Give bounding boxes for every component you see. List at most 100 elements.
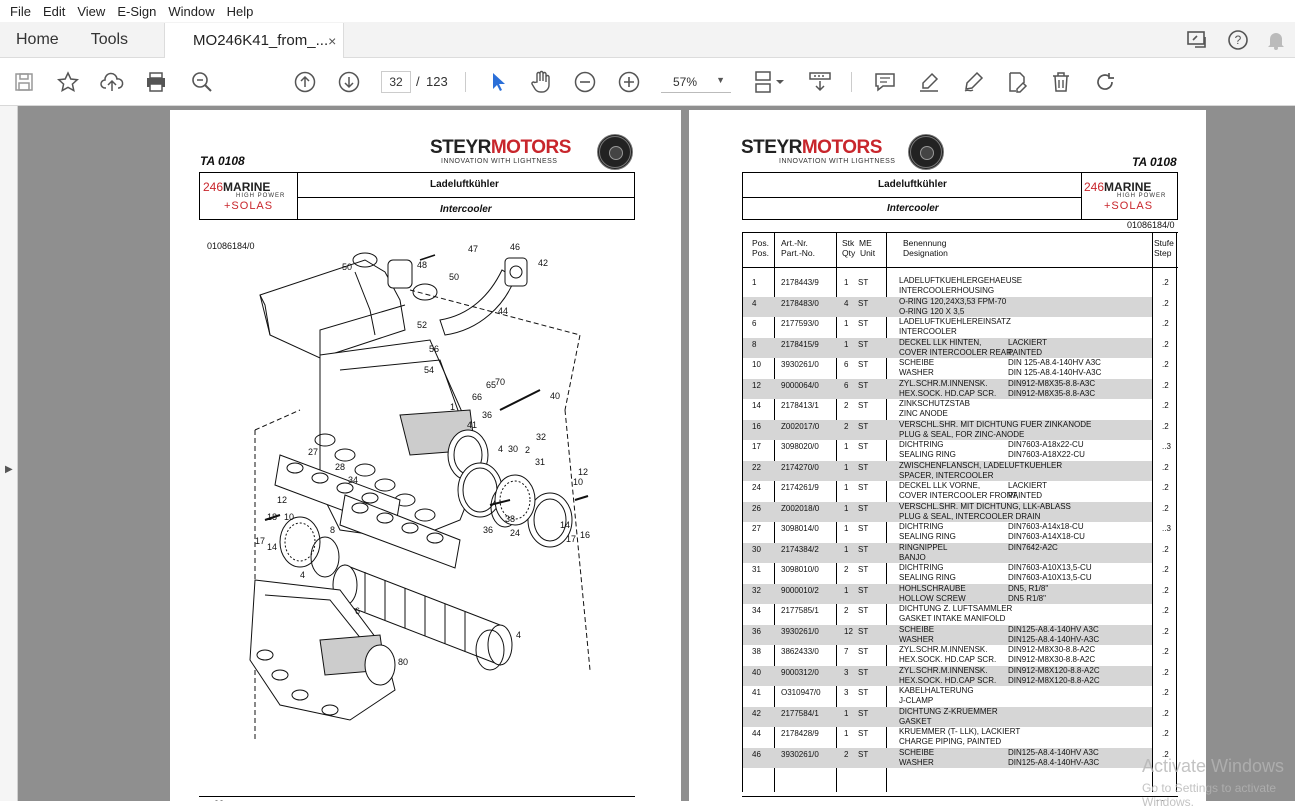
header-part-no: Art.-Nr. Part.-No.	[781, 238, 816, 258]
highlight-pen-icon[interactable]	[917, 70, 941, 94]
tab-document[interactable]: MO246K41_from_... ×	[164, 23, 345, 58]
menu-help[interactable]: Help	[226, 3, 254, 19]
cell-designation-en: CHARGE PIPING, PAINTED	[899, 737, 1002, 746]
help-icon[interactable]: ?	[1227, 29, 1249, 51]
document-viewport[interactable]: ▶ TA 0108 STEYRMOTORS INNOVATION WITH LI…	[0, 106, 1295, 801]
page-fit-icon[interactable]	[752, 70, 788, 94]
tab-home[interactable]: Home	[16, 30, 59, 48]
callout-14b: 14	[267, 542, 277, 552]
cell-part-no: Z002018/0	[781, 503, 820, 513]
cell-step: .2	[1162, 380, 1169, 390]
close-tab-icon[interactable]: ×	[328, 32, 337, 49]
menu-edit[interactable]: Edit	[42, 3, 66, 19]
cell-pos: 38	[752, 647, 761, 656]
callout-80: 80	[398, 657, 408, 667]
cell-spec-de: DN5, R1/8"	[1008, 583, 1049, 593]
cell-pos: 31	[752, 565, 761, 574]
activation-watermark-sub: Go to Settings to activate Windows.	[1142, 781, 1277, 809]
cell-designation-en: INTERCOOLER	[899, 327, 957, 336]
next-page-icon[interactable]	[337, 70, 361, 94]
callout-48: 48	[417, 260, 427, 270]
zoom-level-select[interactable]: 57% ▼	[661, 71, 731, 93]
callout-46: 46	[510, 242, 520, 252]
menu-window[interactable]: Window	[168, 3, 215, 19]
cell-spec-en: PAINTED	[1008, 491, 1043, 500]
edit-document-icon[interactable]	[1005, 70, 1029, 94]
marine-sub: HIGH POWER	[236, 193, 286, 199]
zoom-search-icon[interactable]	[190, 70, 214, 94]
cell-pos: 1	[752, 278, 757, 287]
cell-step: ..3	[1162, 524, 1171, 533]
cell-qty: 1	[844, 585, 849, 595]
cell-pos: 34	[752, 606, 761, 615]
cell-designation-en: WASHER	[899, 634, 934, 644]
cell-qty: 1	[844, 278, 849, 287]
draw-sign-icon[interactable]	[961, 70, 985, 94]
cell-spec-en: DIN 125-A8.4-140HV-A3C	[1008, 368, 1102, 377]
cell-spec-en: DIN7603-A18X22-CU	[1008, 450, 1085, 459]
marine-logo: 246MARINE	[1084, 180, 1151, 194]
cell-spec-de: DIN7603-A14x18-CU	[1008, 522, 1084, 531]
toolbar: 32 / 123 57% ▼	[0, 58, 1295, 106]
upload-cloud-icon[interactable]	[100, 70, 124, 94]
cell-step: .2	[1162, 688, 1169, 697]
menu-file[interactable]: File	[10, 3, 31, 19]
cell-part-no: 2178483/0	[781, 298, 819, 308]
cell-part-no: 3098010/0	[781, 565, 819, 574]
callout-30: 30	[508, 444, 518, 454]
cell-step: ..3	[1162, 442, 1171, 451]
cell-designation-en: PLUG & SEAL, INTERCOOLER DRAIN	[899, 511, 1041, 521]
cell-pos: 41	[752, 688, 761, 697]
delete-trash-icon[interactable]	[1049, 70, 1073, 94]
cell-spec-en: PAINTED	[1008, 347, 1043, 357]
cell-step: .2	[1162, 298, 1169, 308]
cell-qty: 1	[844, 339, 849, 349]
previous-page-icon[interactable]	[293, 70, 317, 94]
marine-word: MARINE	[1104, 180, 1152, 194]
cell-part-no: 2178415/9	[781, 339, 819, 349]
callout-38: 38	[505, 514, 515, 524]
cell-part-no: O310947/0	[781, 688, 821, 697]
tab-tools[interactable]: Tools	[90, 30, 129, 48]
cell-part-no: 2177585/1	[781, 606, 819, 615]
cell-designation-de: ZINKSCHUTZSTAB	[899, 399, 970, 408]
right-page-number: 33	[1155, 799, 1165, 801]
callout-50: 50	[342, 262, 352, 272]
cell-designation-en: SEALING RING	[899, 532, 956, 541]
menu-esign[interactable]: E-Sign	[117, 3, 157, 19]
hand-tool-icon[interactable]	[529, 70, 553, 94]
cell-pos: 17	[752, 442, 761, 451]
zoom-out-icon[interactable]	[573, 70, 597, 94]
cell-unit: ST	[858, 565, 869, 574]
bookmark-star-icon[interactable]	[56, 70, 80, 94]
cell-unit: ST	[858, 708, 869, 718]
scroll-mode-icon[interactable]	[808, 70, 832, 94]
cell-designation-de: O-RING 120,24X3,53 FPM-70	[899, 296, 1007, 306]
cell-pos: 36	[752, 626, 761, 636]
cell-pos: 30	[752, 544, 761, 554]
title-german: Ladeluftkühler	[430, 179, 499, 190]
title-box: Ladeluftkühler Intercooler 246MARINE HIG…	[742, 172, 1178, 220]
ta-number: TA 0108	[200, 154, 245, 168]
share-screen-icon[interactable]	[1187, 30, 1209, 50]
cell-spec-en: DIN125-A8.4-140HV-A3C	[1008, 757, 1100, 767]
left-panel-toggle[interactable]: ▶	[0, 106, 18, 801]
notification-bell-icon[interactable]	[1267, 30, 1285, 50]
page-number-input[interactable]: 32	[381, 71, 411, 93]
comment-icon[interactable]	[873, 70, 897, 94]
cell-designation-de: VERSCHL.SHR. MIT DICHTUNG FUER ZINKANODE	[899, 419, 1092, 429]
cell-spec-de: DIN912-M8X120-8.8-A2C	[1008, 665, 1100, 675]
save-icon[interactable]	[12, 70, 36, 94]
cell-part-no: 2177593/0	[781, 319, 819, 328]
cell-designation-de: DECKEL LLK VORNE,	[899, 481, 981, 490]
menu-view[interactable]: View	[77, 3, 106, 19]
zoom-in-icon[interactable]	[617, 70, 641, 94]
rotate-redo-icon[interactable]	[1093, 70, 1117, 94]
select-cursor-icon[interactable]	[486, 70, 510, 94]
print-icon[interactable]	[144, 70, 168, 94]
cell-designation-de: HOHLSCHRAUBE	[899, 583, 966, 593]
